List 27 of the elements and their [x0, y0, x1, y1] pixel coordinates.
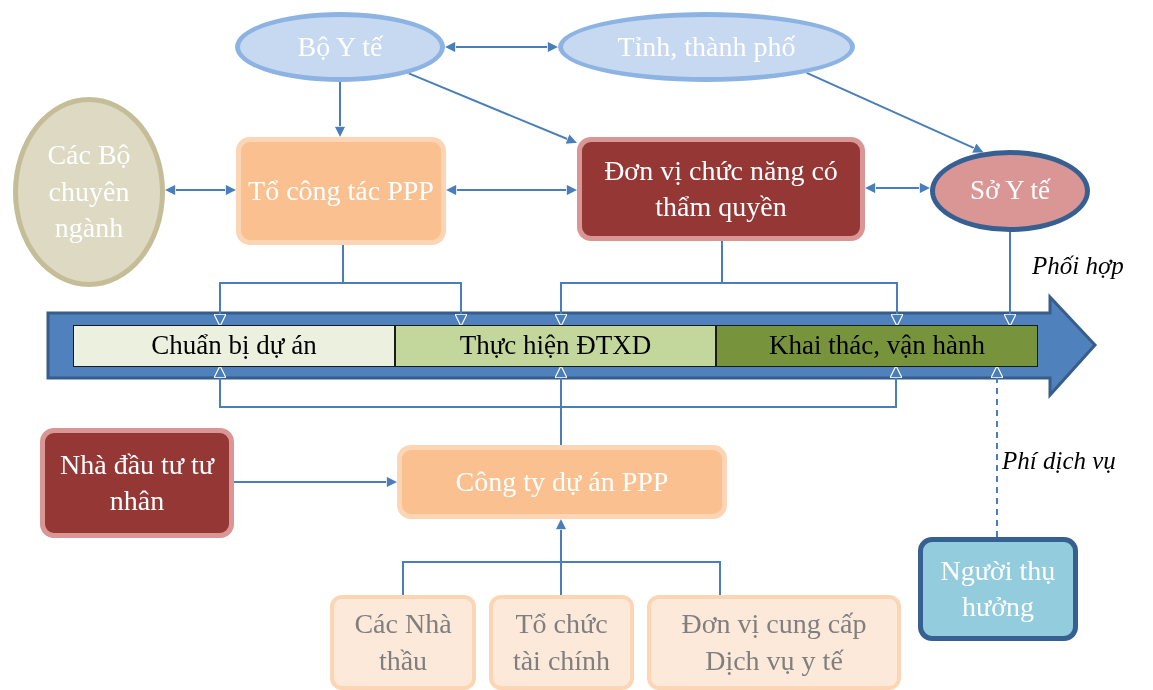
process-box: Người thụ hưởng — [918, 537, 1078, 641]
process-box: Các Nhà thầu — [330, 595, 476, 690]
process-box: Đơn vị cung cấp Dịch vụ y tế — [647, 595, 901, 690]
ellipse-node: Sở Y tế — [930, 150, 1090, 232]
arrow — [721, 240, 904, 327]
arrow — [333, 81, 347, 139]
arrow — [407, 72, 579, 145]
process-box: Tổ công tác PPP — [236, 137, 446, 245]
arrow — [1003, 231, 1017, 327]
ellipse-node: Tỉnh, thành phố — [558, 12, 855, 82]
arrow — [342, 244, 468, 327]
arrow — [990, 365, 1004, 538]
arrow — [163, 183, 238, 197]
circle-node: Các Bộ chuyên ngành — [13, 97, 165, 287]
process-box: Công ty dự án PPP — [397, 445, 727, 519]
edge-label: Phối hợp — [1030, 252, 1126, 280]
process-box: Đơn vị chức năng có thẩm quyền — [577, 137, 865, 241]
phase-box: Khai thác, vận hành — [716, 325, 1038, 367]
arrow — [443, 40, 560, 54]
ellipse-node: Bộ Y tế — [235, 12, 445, 82]
arrow — [444, 183, 579, 197]
process-box: Tổ chức tài chính — [489, 595, 634, 690]
phase-box: Chuẩn bị dự án — [73, 325, 395, 367]
arrow — [233, 475, 399, 489]
phase-box: Thực hiện ĐTXD — [395, 325, 716, 367]
process-box: Nhà đầu tư tư nhân — [40, 428, 234, 538]
arrow — [863, 181, 932, 195]
